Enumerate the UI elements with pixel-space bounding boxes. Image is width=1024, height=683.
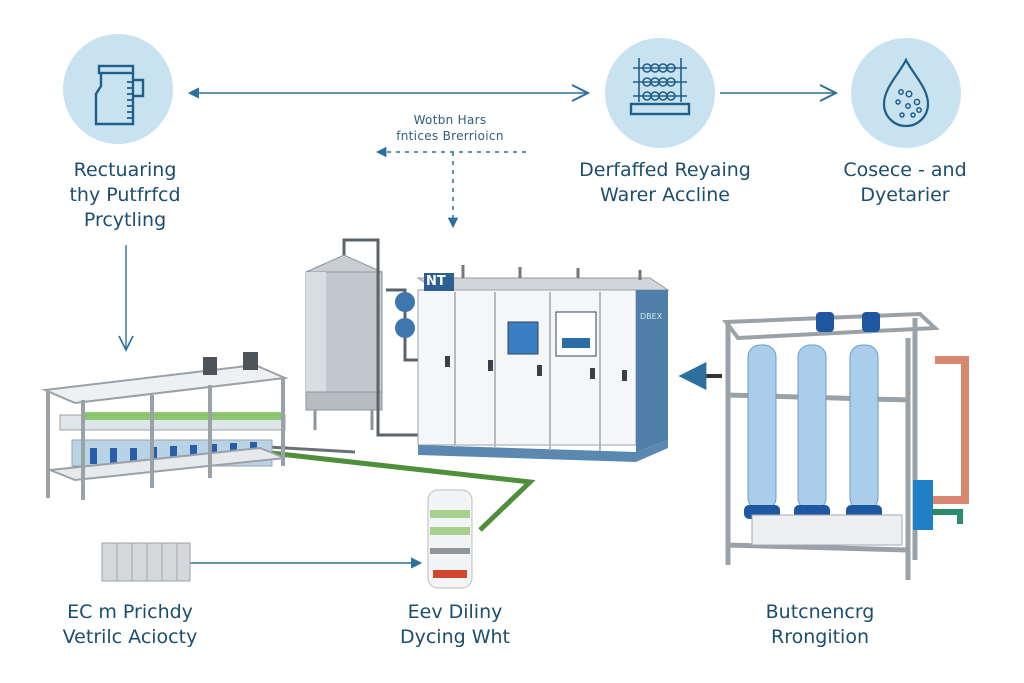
center-note-line1: Wotbn Hars <box>413 113 487 127</box>
bottom-step3-label: Butcnencrg Rrongition <box>740 600 900 650</box>
bottom-step2-label: Eev Diliny Dycing Wht <box>370 600 540 650</box>
hydroponic-rack <box>41 352 289 500</box>
step1-label-line1: Rectuaring <box>73 159 177 181</box>
step2-label: Derfaffed Reyaing Warer Accline <box>545 158 785 208</box>
bottom-step3-line1: Butcnencrg <box>765 601 875 623</box>
control-cabinet <box>416 265 670 462</box>
step1-icon-circle <box>63 34 173 144</box>
step3-icon-circle <box>851 38 961 148</box>
bottom-step2-line1: Eev Diliny <box>407 601 503 623</box>
green-flow-line <box>261 449 536 532</box>
measuring-jug-icon <box>94 64 145 126</box>
step3-label: Cosece - and Dyetarier <box>810 158 1000 208</box>
step3-label-line1: Cosece - and <box>843 159 967 181</box>
filter-rack-icon <box>629 58 691 116</box>
center-note-line2: fntices Brerrioicn <box>396 129 504 143</box>
battery-module <box>101 542 191 582</box>
bottom-step3-line2: Rrongition <box>771 626 869 648</box>
plant-row <box>82 412 282 420</box>
step1-label-line2: thy Putfrfcd <box>69 184 181 206</box>
filtration-unit <box>722 311 969 580</box>
filter-column <box>747 344 879 511</box>
step2-label-line1: Derfaffed Reyaing <box>579 159 751 181</box>
step2-icon-circle <box>605 38 715 148</box>
bottom-step1-line1: EC m Prichdy <box>67 601 193 623</box>
step2-label-line2: Warer Accline <box>600 184 730 206</box>
cabinet-side-tag: DBEX <box>640 312 663 321</box>
bottom-step2-line2: Dycing Wht <box>399 626 511 648</box>
filter-cartridge <box>427 489 473 589</box>
water-drop-icon <box>882 57 930 128</box>
step1-label: Rectuaring thy Putfrfcd Prcytling <box>30 158 220 233</box>
center-note: Wotbn Hars fntices Brerrioicn <box>370 112 530 144</box>
bottom-step1-label: EC m Prichdy Vetrilc Aciocty <box>25 600 235 650</box>
step1-label-line3: Prcytling <box>83 209 167 231</box>
cabinet-badge: NT <box>426 274 446 289</box>
bottom-step1-line2: Vetrilc Aciocty <box>62 626 198 648</box>
step3-label-line2: Dyetarier <box>860 184 950 206</box>
storage-tank <box>305 238 420 437</box>
